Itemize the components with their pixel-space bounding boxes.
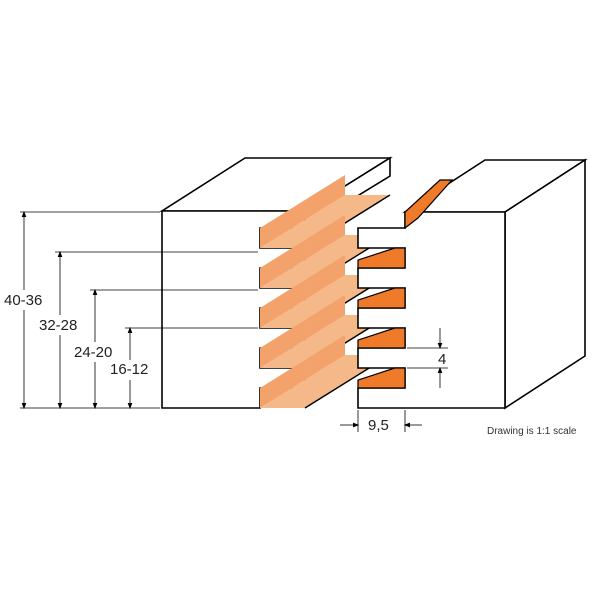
- label-width: 9,5: [368, 417, 389, 434]
- right-slot-groove: [357, 247, 406, 269]
- label-40-36: 40-36: [4, 292, 42, 309]
- right-slots: [357, 179, 454, 389]
- dimension-lines: 40-36 32-28 24-20 16-12 4 9,5: [2, 210, 448, 434]
- left-slot-wall: [260, 295, 345, 368]
- scale-note: Drawing is 1:1 scale: [487, 426, 577, 437]
- right-slot-groove: [357, 367, 406, 389]
- right-block: [357, 158, 588, 410]
- label-32-28: 32-28: [39, 317, 77, 334]
- label-tooth: 4: [438, 351, 446, 368]
- right-slot-groove: [357, 327, 406, 349]
- left-slot-wall: [260, 335, 345, 408]
- right-slot-groove: [357, 287, 406, 309]
- right-top-groove: [404, 179, 454, 230]
- right-block-front-face: [357, 211, 506, 409]
- label-24-20: 24-20: [74, 344, 112, 361]
- left-slot-wall: [260, 215, 345, 288]
- label-16-12: 16-12: [110, 361, 148, 378]
- left-slot-wall: [260, 175, 345, 248]
- left-slot-wall: [260, 255, 345, 328]
- left-slot-floor: [260, 195, 390, 248]
